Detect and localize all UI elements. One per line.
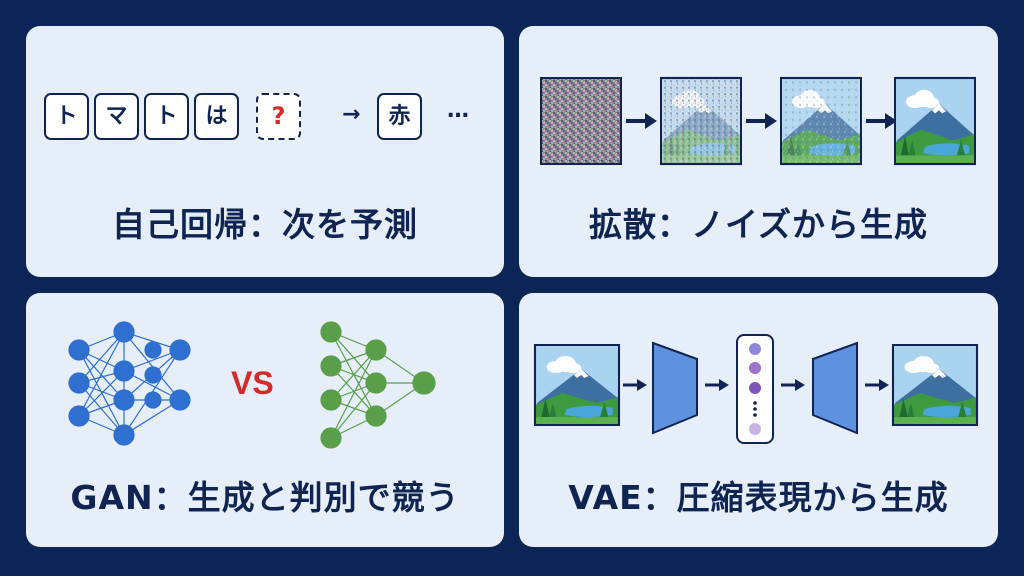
decoder-shape [812, 341, 858, 435]
gan-panel: VS GAN：生成と判別で競う [26, 293, 504, 547]
output-image [891, 344, 979, 426]
vae-panel: VAE：圧縮表現から生成 [519, 293, 998, 547]
arrow-icon [866, 113, 897, 129]
partial-noise-image [660, 76, 742, 166]
ellipsis: … [447, 98, 472, 123]
latent-vector [736, 334, 774, 444]
diffusion-caption: 拡散：ノイズから生成 [588, 205, 928, 244]
discriminator-network-icon [320, 321, 436, 449]
input-image [533, 344, 621, 426]
arrow-icon [705, 379, 729, 391]
token-box: マ [94, 93, 139, 140]
autoregressive-panel: ト マ ト は ? → 赤 … 自己回帰：次を予測 [26, 26, 504, 277]
generated-image [894, 76, 976, 166]
token-box: は [194, 93, 239, 140]
arrow-icon: → [342, 102, 361, 127]
predicted-token-box: 赤 [377, 93, 422, 140]
diffusion-panel: 拡散：ノイズから生成 [519, 26, 998, 277]
autoregressive-caption: 自己回帰：次を予測 [112, 205, 418, 244]
arrow-icon [626, 113, 657, 129]
gan-networks [68, 321, 436, 449]
diffusion-sequence [540, 76, 976, 166]
slight-noise-image [780, 76, 862, 166]
vae-caption: VAE：圧縮表現から生成 [568, 478, 949, 517]
gan-caption: GAN：生成と判別で競う [70, 478, 460, 517]
arrow-icon [623, 379, 647, 391]
versus-label: VS [231, 365, 274, 401]
vae-pipeline [533, 334, 979, 444]
arrow-icon [746, 113, 777, 129]
token-box: ト [44, 93, 89, 140]
token-box: ト [144, 93, 189, 140]
arrow-icon [781, 379, 805, 391]
encoder-shape [652, 341, 698, 435]
generator-network-icon [68, 321, 191, 446]
arrow-icon [865, 379, 889, 391]
masked-token-box: ? [256, 93, 301, 140]
noise-image [540, 77, 622, 165]
